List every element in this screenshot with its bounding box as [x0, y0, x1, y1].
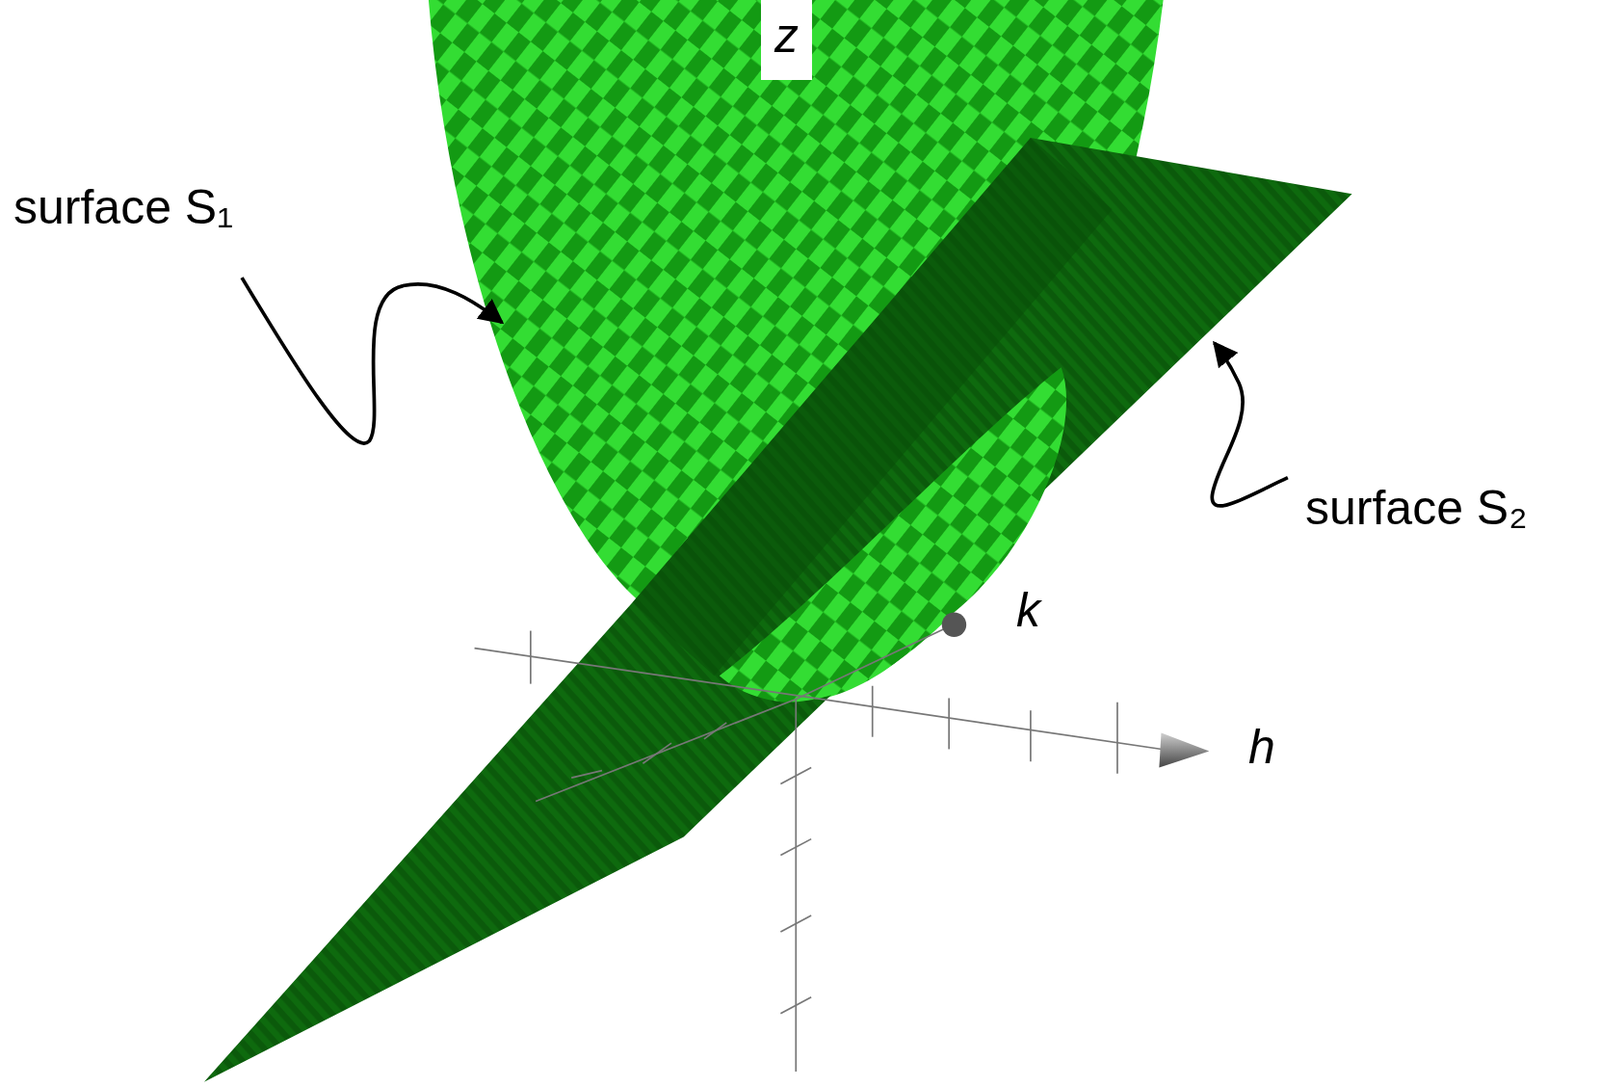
paraboloid-bottom	[719, 367, 1067, 702]
surface-label: surface S₂	[1305, 481, 1528, 535]
surface-label: surface S₁	[13, 181, 234, 235]
plane-surface	[204, 137, 1353, 1082]
leader-line	[1211, 342, 1288, 506]
k-axis-marker	[942, 611, 967, 636]
axes	[474, 626, 1169, 1072]
axis-label: h	[1248, 720, 1276, 774]
axis-label: z	[760, 0, 813, 80]
axis-label: k	[1016, 583, 1041, 637]
h-axis-arrowhead	[1158, 732, 1209, 767]
leader-line	[241, 277, 502, 444]
